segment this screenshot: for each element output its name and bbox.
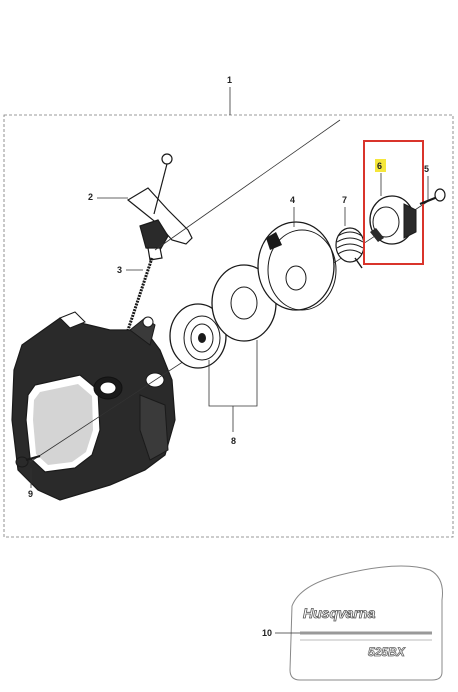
starter-handle bbox=[126, 153, 193, 261]
callout-7[interactable]: 7 bbox=[342, 195, 347, 205]
assembly-frame bbox=[3, 114, 454, 538]
callout-5[interactable]: 5 bbox=[424, 164, 429, 174]
callout-9[interactable]: 9 bbox=[28, 489, 33, 499]
brand-decal: Husqvarna 525BX bbox=[289, 565, 443, 681]
callout-4[interactable]: 4 bbox=[290, 195, 295, 205]
spring-cassette bbox=[169, 303, 227, 369]
decal-model: 525BX bbox=[368, 645, 406, 659]
starter-cord bbox=[126, 257, 154, 331]
pawl-carrier bbox=[369, 195, 417, 245]
starter-pulley bbox=[257, 221, 337, 311]
callout-1[interactable]: 1 bbox=[227, 75, 232, 85]
callout-6[interactable]: 6 bbox=[377, 161, 382, 171]
center-screw bbox=[419, 188, 446, 206]
callout-10[interactable]: 10 bbox=[262, 628, 272, 638]
callout-8[interactable]: 8 bbox=[231, 436, 236, 446]
housing-screw bbox=[15, 455, 41, 468]
callout-2[interactable]: 2 bbox=[88, 192, 93, 202]
return-spring bbox=[335, 227, 365, 269]
callout-3[interactable]: 3 bbox=[117, 265, 122, 275]
callout-6-highlight bbox=[375, 159, 386, 172]
starter-housing bbox=[11, 311, 176, 501]
cassette-washer bbox=[211, 264, 277, 342]
decal-brand: Husqvarna bbox=[303, 605, 376, 621]
